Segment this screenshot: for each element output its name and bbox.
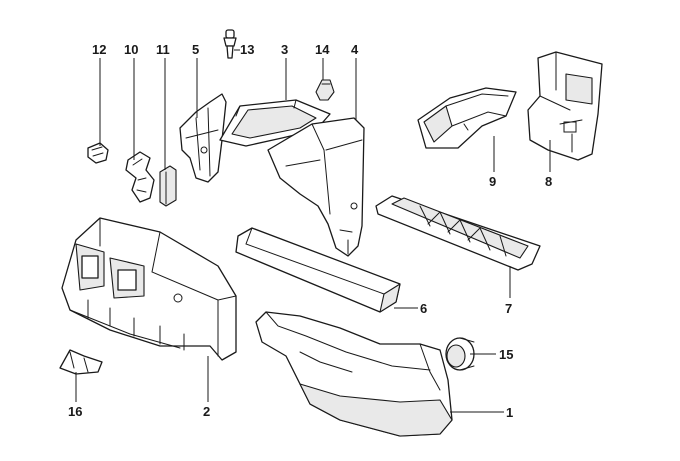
- part-11-foam-strip: [159, 165, 177, 207]
- part-3-duct-frame: [219, 99, 331, 147]
- part-6-beam: [235, 227, 401, 313]
- callout-2: 2: [203, 404, 210, 419]
- part-7-grille-tray: [375, 195, 541, 271]
- part-15-ring-seal: [445, 337, 475, 371]
- part-10-seal-bracket: [125, 151, 155, 203]
- callout-11: 11: [156, 42, 170, 57]
- part-5-bracket-panel: [179, 93, 227, 183]
- part-13-pin: [223, 29, 237, 59]
- callout-8: 8: [545, 174, 552, 189]
- part-9-air-duct: [417, 87, 517, 149]
- part-1-lower-duct: [255, 311, 453, 437]
- callout-4: 4: [351, 42, 359, 57]
- part-16-small-bracket: [59, 349, 103, 375]
- part-2-intake-duct: [61, 217, 237, 361]
- callout-7: 7: [505, 301, 512, 316]
- callout-1: 1: [506, 405, 513, 420]
- callout-3: 3: [281, 42, 288, 57]
- leader-lines: [75, 49, 551, 413]
- callout-9: 9: [489, 174, 496, 189]
- callout-10: 10: [124, 42, 138, 57]
- callout-15: 15: [499, 347, 513, 362]
- callout-5: 5: [192, 42, 199, 57]
- part-8-bracket-housing: [527, 51, 603, 161]
- part-12-clip: [87, 142, 109, 164]
- callout-12: 12: [92, 42, 106, 57]
- callout-labels: 12 10 11 5 13 3 14 4 9 8 6 7 15 1 2 16: [68, 42, 552, 420]
- part-14-clip: [315, 79, 335, 101]
- callout-16: 16: [68, 404, 82, 419]
- callout-14: 14: [315, 42, 330, 57]
- callout-6: 6: [420, 301, 427, 316]
- callout-13: 13: [240, 42, 254, 57]
- part-4-side-panel: [267, 117, 365, 257]
